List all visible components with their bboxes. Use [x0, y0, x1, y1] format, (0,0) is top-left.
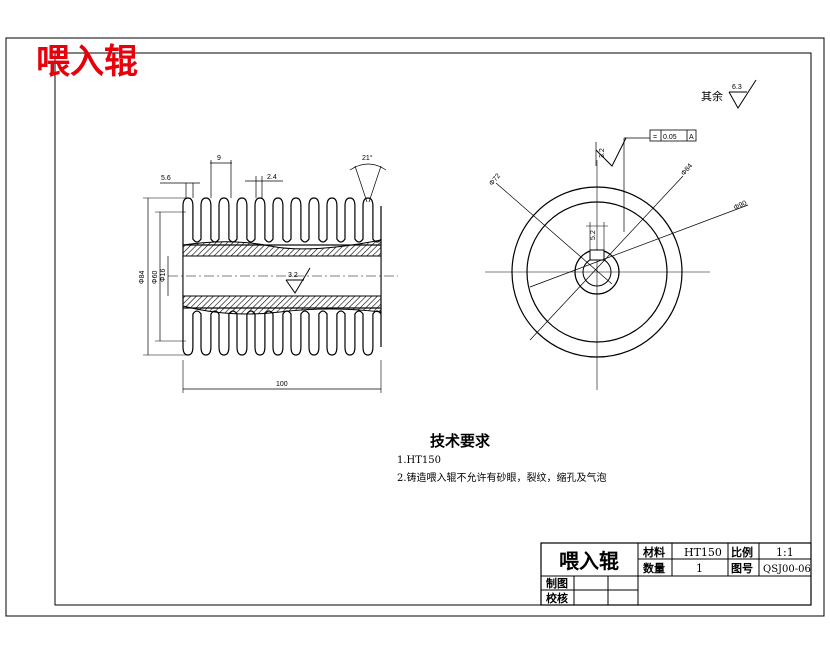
roller-outline-bottom	[182, 308, 382, 356]
tolerance-frame	[649, 129, 697, 142]
surface-finish-note: 其余 6.3	[701, 79, 757, 109]
surface-finish-label: 其余	[701, 89, 723, 103]
tech-requirements-title: 技术要求	[430, 432, 491, 450]
dim-angle-21: 21°	[362, 154, 373, 162]
dim-9: 9	[217, 155, 221, 162]
drawn-label: 制图	[546, 576, 568, 590]
tolerance-value: 0.05	[663, 134, 677, 141]
dim-phi-90: Φ90	[733, 200, 748, 212]
dim-width-100: 100	[276, 381, 288, 388]
title-block: 喂入辊 材料 HT150 比例 1:1 数量 1 图号 QSJ00-06 制图 …	[540, 542, 812, 606]
material-label: 材料	[643, 545, 665, 559]
keyway	[589, 249, 605, 261]
dim-phi-72: Φ72	[488, 172, 502, 187]
quantity-value: 1	[696, 562, 703, 575]
drawing-no-label: 图号	[731, 562, 753, 575]
outer-circle	[511, 186, 683, 358]
dim-phi-bore: Φ16	[160, 269, 167, 282]
side-view: 5.2 Φ72 Φ84 Φ90 3.2 = 0.05 A	[485, 129, 749, 390]
dim-phi-84-side: Φ84	[680, 162, 694, 177]
tech-requirements: 技术要求 1.HT150 2.铸造喂入辊不允许有砂眼，裂纹，缩孔及气泡	[397, 432, 607, 484]
tech-requirement-2: 2.铸造喂入辊不允许有砂眼，裂纹，缩孔及气泡	[397, 471, 607, 484]
dim-2-4: 2.4	[267, 174, 277, 181]
tolerance-datum: A	[689, 134, 694, 141]
quantity-label: 数量	[643, 561, 665, 575]
roller-outline	[182, 197, 382, 245]
front-view: 3.2 5.6 9 2.4 21° Φ84 Φ60 Φ16	[139, 154, 398, 393]
dim-5-6: 5.6	[161, 175, 171, 182]
checked-label: 校核	[546, 591, 568, 605]
dim-phi-outer: Φ84	[139, 271, 146, 284]
material-value: HT150	[684, 546, 722, 559]
drawing-no-value: QSJ00-06	[763, 564, 811, 575]
tolerance-symbol: =	[653, 134, 657, 141]
drawing-frame	[54, 52, 812, 606]
mid-circle	[526, 201, 668, 343]
title-block-part-name: 喂入辊	[559, 549, 619, 573]
sheet-border	[5, 37, 825, 617]
scale-label: 比例	[731, 545, 753, 559]
keyway-dim: 5.2	[590, 230, 597, 240]
dim-phi-mid: Φ60	[152, 271, 159, 284]
keyway-roughness: 3.2	[599, 148, 606, 158]
scale-value: 1:1	[776, 546, 794, 559]
bore-roughness: 3.2	[288, 272, 298, 279]
tech-requirement-1: 1.HT150	[397, 455, 441, 466]
surface-finish-value: 6.3	[732, 84, 742, 91]
banner-title: 喂入辊	[36, 42, 138, 82]
